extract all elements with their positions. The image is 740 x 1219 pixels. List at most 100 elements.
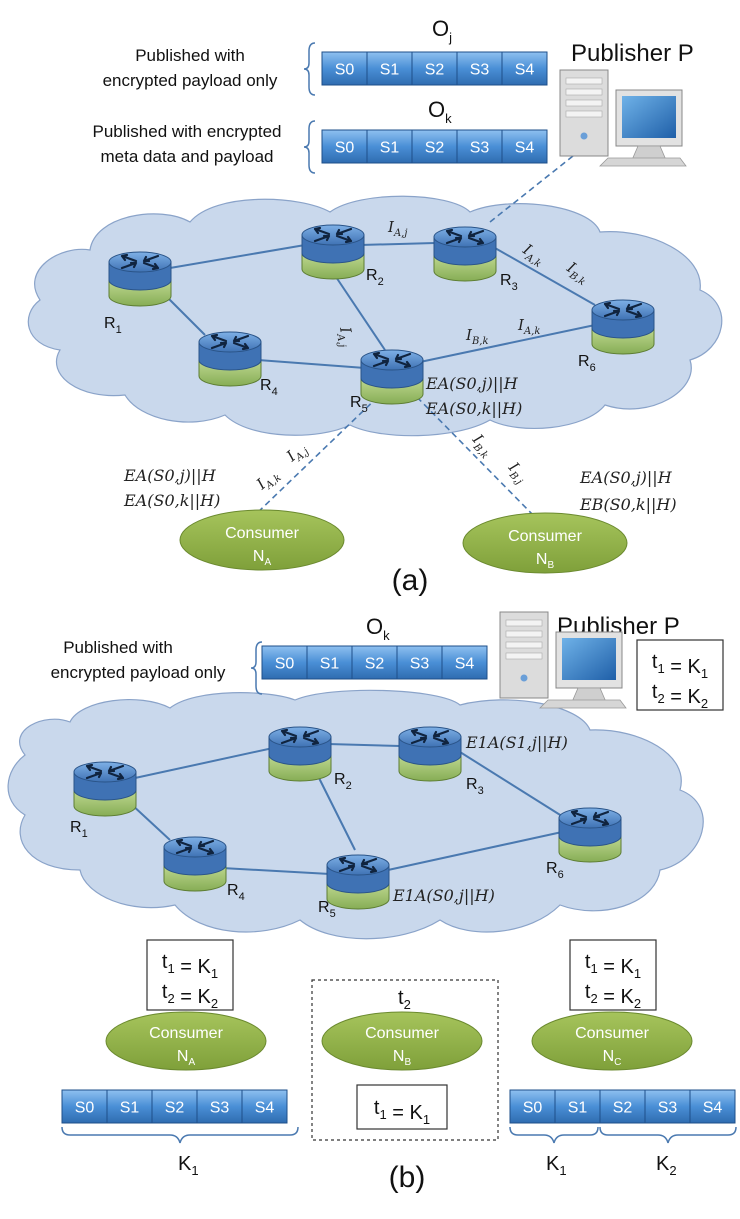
router-arrows-icon	[410, 728, 450, 746]
consumer-a-label: Consumer	[225, 525, 299, 542]
router-label-r2: R2	[366, 267, 384, 288]
interest-label-nb-1: IB,k	[466, 430, 497, 462]
router-top	[398, 726, 462, 748]
object-k-b-name: Ok	[366, 614, 390, 643]
consumer-a-data-line1: EA(S0,j)||H	[123, 466, 217, 485]
panel-b-caption: (b)	[389, 1161, 426, 1194]
router-label-r3: R3	[500, 272, 518, 293]
panel-a: R1 R2 R3 R4 R5 R6 IA,j IA,j IA,k IB,k IB…	[27, 16, 723, 597]
router-arrows-icon	[603, 301, 643, 319]
obj-j-segment-s2	[411, 51, 458, 86]
links-b	[129, 743, 566, 875]
obj-k-b-segment-label-s0: S0	[275, 656, 295, 673]
router-arrows-icon	[372, 351, 412, 369]
router-arrows-icon	[85, 763, 125, 781]
r5-cache-line2: EA(S0,k||H)	[425, 399, 522, 418]
cons-c-segment-s2	[599, 1089, 646, 1124]
router-top	[198, 331, 262, 353]
router-r5	[360, 349, 424, 405]
computer-screen	[622, 96, 676, 138]
consumer-c-key-line1: t1 = K1	[585, 951, 641, 981]
cons-a-segment-s1	[106, 1089, 153, 1124]
consumer-b-key-box	[356, 1084, 448, 1130]
obj-j-segment-label-s3: S3	[470, 62, 490, 79]
interest-label-na-1: IA,k	[252, 465, 283, 496]
consumer-b-key-line1: t1 = K1	[374, 1097, 430, 1127]
object-j-desc-line2: encrypted payload only	[103, 71, 278, 90]
obj-k-segment-s1	[366, 129, 413, 164]
router-top	[433, 226, 497, 248]
router-arrows-icon	[338, 856, 378, 874]
publisher-computer-icon-b	[499, 611, 627, 709]
router-r4-b	[163, 836, 227, 892]
interest-label-r2-r3: IA,j	[387, 218, 407, 239]
computer-keyboard	[599, 157, 687, 167]
consumer-b-b: Consumer NB	[321, 1011, 483, 1071]
consumer-b-data-line2: EB(S0,k||H)	[579, 495, 677, 514]
publisher-key-line1: t1 = K1	[652, 651, 708, 681]
object-k-b-brace	[250, 641, 263, 695]
consumer-c-b: Consumer NC	[531, 1011, 693, 1071]
interest-label-na-2: IA,j	[282, 439, 311, 468]
object-k-name: Ok	[428, 97, 452, 126]
object-k-brace	[303, 120, 316, 174]
router-arrows-icon	[313, 226, 353, 244]
router-top	[73, 761, 137, 783]
consumer-a-k1-brace	[61, 1126, 299, 1144]
router-top	[326, 854, 390, 876]
router-label-r1-b: R1	[70, 819, 88, 840]
panel-b: R1 R2 R3 R4 R5 R6 E1A(S1,j||H) E1A(S0,j|…	[7, 611, 737, 1194]
consumer-a-name: NA	[253, 548, 272, 568]
router-label-r3-b: R3	[466, 776, 484, 797]
router-r6	[591, 299, 655, 355]
cons-c-segment-s1	[554, 1089, 601, 1124]
r5-cache-line1: EA(S0,j)||H	[425, 374, 519, 393]
object-j-brace	[303, 42, 316, 96]
consumer-b-dashed-box	[311, 979, 499, 1141]
cons-a-segment-s0	[61, 1089, 108, 1124]
consumer-b-label: Consumer	[508, 528, 582, 545]
obj-k-segment-label-s3: S3	[470, 140, 490, 157]
router-r1-b	[73, 761, 137, 817]
obj-k-b-segment-label-s2: S2	[365, 656, 385, 673]
router-r5-b	[326, 854, 390, 910]
router-top	[301, 224, 365, 246]
object-k-b-desc-line1: Published with	[63, 638, 173, 657]
object-k-desc-line1: Published with encrypted	[92, 122, 281, 141]
router-top	[268, 726, 332, 748]
obj-k-segment-s3	[456, 129, 503, 164]
cons-c-segment-label-s2: S2	[613, 1100, 633, 1117]
cons-a-segment-label-s4: S4	[255, 1100, 275, 1117]
publisher-key-line2: t2 = K2	[652, 681, 708, 711]
router-top	[163, 836, 227, 858]
computer-keyboard	[539, 699, 627, 709]
router-r4	[198, 331, 262, 387]
consumer-c-b-label: Consumer	[575, 1025, 649, 1042]
router-r2-b	[268, 726, 332, 782]
obj-k-segment-s0	[321, 129, 368, 164]
obj-j-segment-s1	[366, 51, 413, 86]
cons-a-segment-label-s0: S0	[75, 1100, 95, 1117]
consumer-a-key-line2: t2 = K2	[162, 981, 218, 1011]
router-label-r5: R5	[350, 394, 368, 415]
obj-k-b-segment-s3	[396, 645, 443, 680]
panel-a-caption: (a)	[392, 564, 429, 597]
object-k-desc-line2: meta data and payload	[101, 147, 274, 166]
obj-j-segment-s4	[501, 51, 548, 86]
router-label-r6-b: R6	[546, 860, 564, 881]
interest-label-r5-r6-b: IB,k	[465, 326, 489, 347]
router-r6-b	[558, 807, 622, 863]
obj-j-segment-label-s2: S2	[425, 62, 445, 79]
obj-j-segment-label-s1: S1	[380, 62, 400, 79]
interest-label-nb-2: IB,j	[502, 458, 531, 487]
consumer-c-k1-brace	[509, 1126, 599, 1144]
r5-cache-b: E1A(S0,j||H)	[392, 886, 495, 905]
publisher-a-label: Publisher P	[571, 40, 694, 67]
links-a	[164, 242, 596, 369]
consumer-a-key-box	[146, 939, 234, 1011]
